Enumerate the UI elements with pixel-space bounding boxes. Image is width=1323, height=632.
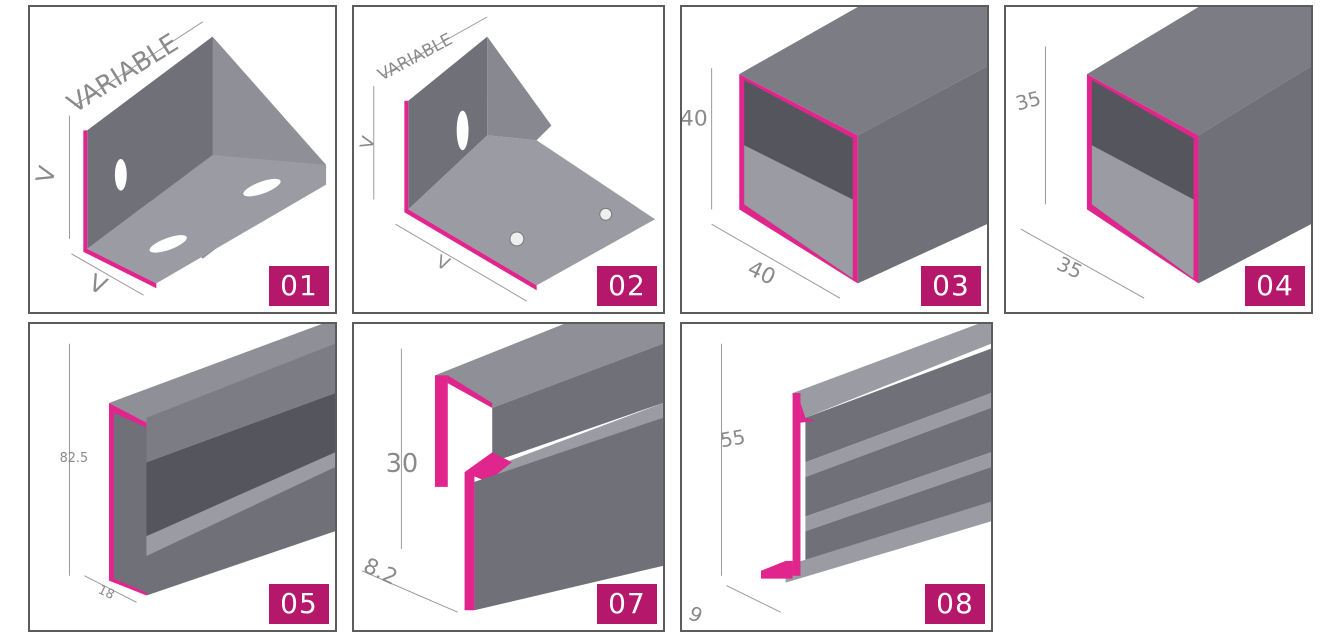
profile-number-badge: 04 xyxy=(1245,266,1305,306)
profile-tile-08: 55 9 08 xyxy=(680,322,993,632)
profile-number-badge: 03 xyxy=(921,266,981,306)
profile-tile-03: 40 40 03 xyxy=(680,5,989,314)
dimension-label: 9 xyxy=(685,602,706,628)
profile-tile-07: 30 8.2 07 xyxy=(352,322,665,632)
c-channel-profile-illustration: 82.5 18 xyxy=(60,324,335,603)
profile-tile-02: VARIABLE V V 02 xyxy=(352,5,665,314)
l-angle-slotted-illustration: VARIABLE V V xyxy=(30,21,327,301)
dimension-label: 18 xyxy=(95,583,116,603)
l-angle-holes-illustration: VARIABLE V V xyxy=(357,16,656,302)
grooved-rail-profile-illustration: 55 9 xyxy=(685,324,991,628)
dimension-label: V xyxy=(357,134,379,151)
profile-tile-04: 35 35 04 xyxy=(1004,5,1313,314)
profile-number-badge: 08 xyxy=(925,584,985,624)
dimension-label: 30 xyxy=(386,449,419,479)
profile-tile-01: VARIABLE V V 01 xyxy=(28,5,337,314)
dimension-label: V xyxy=(433,252,452,275)
profile-number-badge: 05 xyxy=(269,584,329,624)
t-rail-profile-illustration: 30 8.2 xyxy=(359,324,663,613)
dimension-label: V xyxy=(85,268,112,300)
dimension-label: 35 xyxy=(1013,87,1043,116)
dimension-label: 82.5 xyxy=(60,451,89,466)
square-tube-40-illustration: 40 40 xyxy=(682,7,987,299)
profile-tile-05: 82.5 18 05 xyxy=(28,322,337,632)
profile-number-badge: 02 xyxy=(597,266,657,306)
dimension-label: V xyxy=(30,163,61,186)
profile-number-badge: 07 xyxy=(597,584,657,624)
profile-number-badge: 01 xyxy=(269,266,329,306)
square-tube-35-illustration: 35 35 xyxy=(1013,7,1311,299)
dimension-label: 35 xyxy=(1053,252,1085,283)
dimension-label: 55 xyxy=(718,425,747,452)
dimension-label: 40 xyxy=(744,256,780,290)
dimension-label: 40 xyxy=(682,106,708,131)
